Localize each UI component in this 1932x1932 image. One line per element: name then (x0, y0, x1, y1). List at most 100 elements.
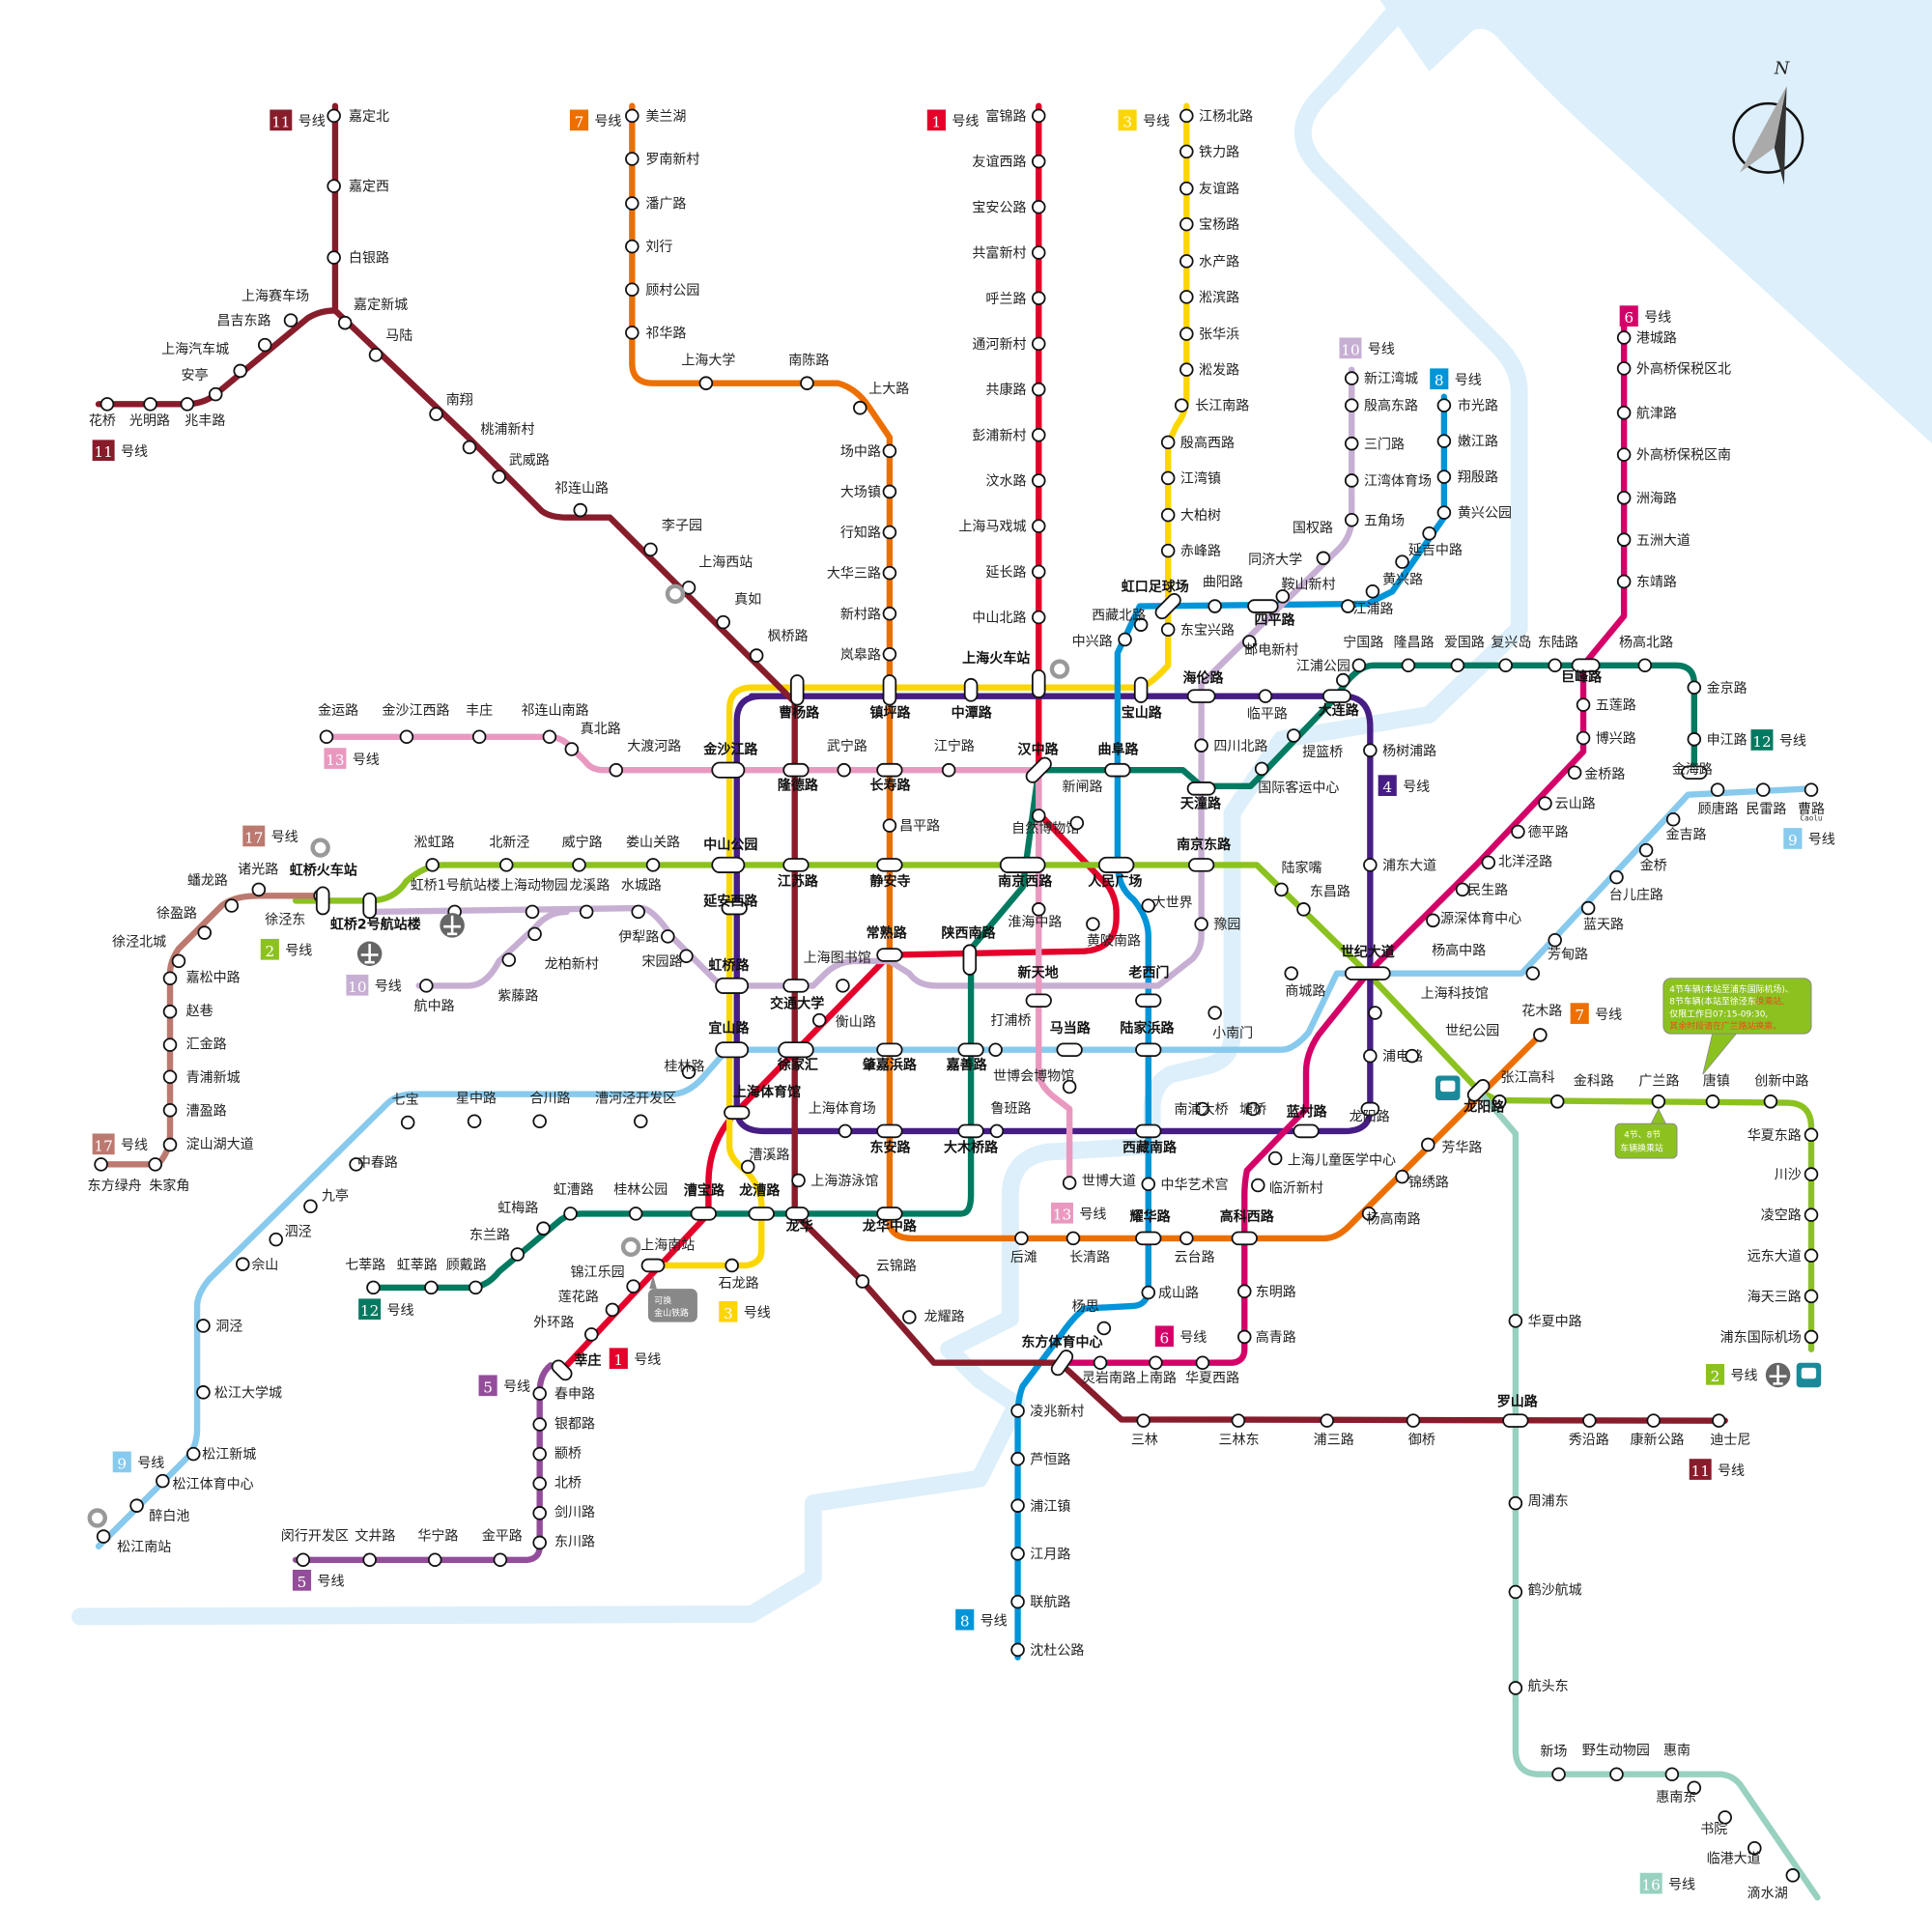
station-marker[interactable] (1616, 361, 1632, 376)
interchange-station[interactable]: 龙阳路 (1350, 1101, 1390, 1125)
station[interactable]: 海天三路 (1747, 1289, 1819, 1305)
interchange-marker[interactable] (1360, 1101, 1380, 1117)
station-marker[interactable] (1609, 1767, 1624, 1782)
interchange-marker[interactable] (1049, 1349, 1075, 1378)
station-marker[interactable] (162, 1004, 178, 1019)
station-marker[interactable] (156, 1473, 170, 1489)
station[interactable]: 文井路 (355, 1528, 395, 1568)
station-marker[interactable] (1267, 1151, 1283, 1166)
line-l13[interactable] (323, 733, 1073, 1186)
station[interactable]: 嘉松中路 (162, 971, 241, 986)
station-marker[interactable] (296, 1552, 311, 1568)
station-marker[interactable] (1236, 1284, 1252, 1299)
station[interactable]: 江宁路 (934, 738, 975, 778)
station[interactable]: 桂林路 (665, 1059, 705, 1079)
station-marker[interactable] (626, 1279, 640, 1293)
station[interactable]: 三林 (1131, 1413, 1158, 1448)
station-marker[interactable] (1395, 1169, 1409, 1184)
station-marker[interactable] (1031, 154, 1046, 169)
station[interactable]: 漕河泾开发区 (595, 1092, 676, 1128)
station-marker[interactable] (811, 1012, 827, 1028)
station[interactable]: 江湾体育场 (1344, 473, 1432, 490)
station[interactable]: 中华艺术宫 (1141, 1177, 1229, 1193)
station-marker[interactable] (1254, 761, 1269, 777)
station-marker[interactable] (1065, 1231, 1081, 1246)
interchange-marker[interactable] (999, 856, 1046, 873)
station[interactable]: 闵行开发区 (281, 1528, 349, 1568)
station-marker[interactable] (1344, 473, 1359, 488)
interchange-station[interactable]: 巨峰路 (1561, 658, 1603, 685)
station-marker[interactable] (716, 614, 730, 630)
station-marker[interactable] (625, 239, 639, 254)
interchange-station[interactable]: 中山公园 (703, 837, 757, 873)
station-marker[interactable] (1538, 796, 1552, 810)
station-marker[interactable] (1208, 1006, 1222, 1020)
station-marker[interactable] (853, 400, 867, 415)
station-marker[interactable] (1548, 932, 1562, 948)
station-marker[interactable] (643, 542, 658, 557)
interchange-marker[interactable] (715, 1041, 750, 1059)
station-marker[interactable] (1010, 1547, 1025, 1561)
station[interactable]: 浦东国际机场 (1720, 1329, 1819, 1346)
station[interactable]: 外环路 (533, 1316, 599, 1342)
station[interactable]: 石龙路 (719, 1258, 759, 1292)
station-marker[interactable] (1010, 1498, 1025, 1513)
station[interactable]: 七宝 (392, 1093, 419, 1130)
station[interactable]: 嫩江路 (1436, 434, 1498, 450)
station[interactable]: 马陆 (368, 328, 413, 362)
station[interactable]: 芳华路 (1421, 1137, 1482, 1156)
station[interactable]: 光明路 (129, 397, 170, 429)
station[interactable]: 广兰路 (1638, 1074, 1679, 1109)
station-marker[interactable] (1712, 1413, 1726, 1428)
interchange-marker[interactable] (778, 1041, 814, 1059)
interchange-station[interactable]: 曲阜路 (1097, 742, 1140, 778)
station-marker[interactable] (1069, 815, 1085, 831)
station[interactable]: 中兴路 (1072, 632, 1132, 650)
station[interactable]: 大华三路 (827, 565, 897, 582)
station-marker[interactable] (628, 1207, 643, 1221)
interchange-marker[interactable] (876, 1123, 903, 1139)
interchange-station[interactable]: 南京东路 (1177, 837, 1232, 872)
station[interactable]: 自然博物馆 (1011, 809, 1079, 837)
station-marker[interactable] (1582, 1413, 1597, 1428)
station-marker[interactable] (501, 952, 517, 967)
station-marker[interactable] (633, 1114, 648, 1128)
line-l16[interactable] (1475, 1087, 1821, 1901)
station-marker[interactable] (129, 1498, 144, 1513)
station-marker[interactable] (1179, 362, 1194, 377)
station[interactable]: 桂林公园 (613, 1182, 668, 1221)
station[interactable]: 黄兴公园 (1436, 505, 1512, 522)
station[interactable]: 行知路 (840, 525, 897, 541)
station-marker[interactable] (269, 1232, 283, 1247)
station-marker[interactable] (791, 1173, 806, 1188)
station[interactable]: 北桥 (532, 1476, 582, 1492)
station[interactable]: 上海儿童医学中心 (1267, 1151, 1396, 1168)
interchange-marker[interactable] (315, 886, 330, 916)
station[interactable]: 漕溪路 (740, 1148, 790, 1175)
station[interactable]: 锦绣路 (1395, 1169, 1449, 1191)
station[interactable]: 金科路 (1549, 1074, 1614, 1109)
station[interactable]: 鞍山新村 (1282, 578, 1355, 613)
station-marker[interactable] (1231, 1413, 1246, 1428)
station[interactable]: 灵岩南路 (1082, 1355, 1136, 1386)
station-marker[interactable] (882, 443, 897, 459)
station[interactable]: 书院 (1700, 1810, 1732, 1837)
station-marker[interactable] (1344, 398, 1359, 412)
station-marker[interactable] (1361, 1207, 1377, 1221)
station-marker[interactable] (1763, 1094, 1778, 1109)
station[interactable]: 杨思 (1072, 1299, 1112, 1336)
station[interactable]: 蓝天路 (1580, 900, 1624, 933)
interchange-marker[interactable] (876, 762, 903, 778)
station[interactable]: 殷高东路 (1344, 398, 1418, 414)
interchange-station[interactable]: 宝山路 (1122, 676, 1163, 722)
station[interactable]: 国际客运中心 (1254, 761, 1340, 797)
station-marker[interactable] (94, 1157, 108, 1172)
station-marker[interactable] (425, 858, 440, 872)
station[interactable]: 银都路 (532, 1416, 595, 1432)
interchange-station[interactable]: 陕西南路 (941, 925, 997, 976)
station-marker[interactable] (1405, 1048, 1420, 1064)
station-marker[interactable] (96, 1529, 111, 1544)
interchange-marker[interactable] (963, 677, 979, 702)
station-marker[interactable] (1031, 382, 1046, 397)
station[interactable]: 松江体育中心 (156, 1473, 254, 1492)
